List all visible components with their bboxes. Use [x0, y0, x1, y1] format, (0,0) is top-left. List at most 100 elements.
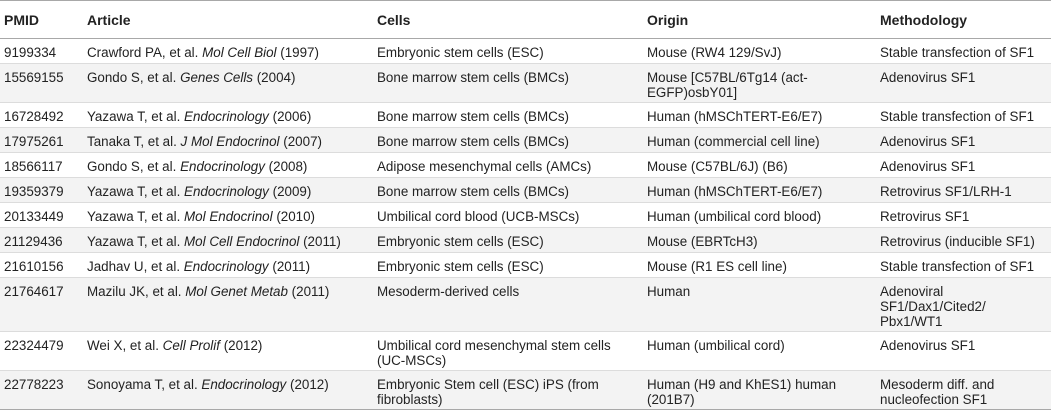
article-author: Mazilu JK, et al.: [87, 284, 186, 299]
header-cells: Cells: [373, 0, 643, 39]
cell-origin: Human (commercial cell line): [643, 127, 876, 153]
cell-cells: Adipose mesenchymal cells (AMCs): [373, 152, 643, 178]
cell-article: Tanaka T, et al. J Mol Endocrinol (2007): [83, 127, 373, 153]
cell-cells: Bone marrow stem cells (BMCs): [373, 102, 643, 128]
article-year: (2007): [279, 134, 322, 149]
article-author: Crawford PA, et al.: [87, 45, 203, 60]
cell-article: Mazilu JK, et al. Mol Genet Metab (2011): [83, 277, 373, 332]
cell-methodology: Retrovirus SF1: [876, 202, 1051, 228]
article-year: (2004): [253, 70, 296, 85]
table-header: PMID Article Cells Origin Methodology: [0, 0, 1051, 39]
article-author: Yazawa T, et al.: [87, 209, 185, 224]
article-author: Yazawa T, et al.: [87, 109, 185, 124]
cell-article: Yazawa T, et al. Endocrinology (2006): [83, 102, 373, 128]
table-row: 22778223 Sonoyama T, et al. Endocrinolog…: [0, 370, 1051, 410]
cell-methodology: Adenovirus SF1: [876, 63, 1051, 103]
cell-article: Wei X, et al. Cell Prolif (2012): [83, 331, 373, 371]
cell-methodology: Stable transfection of SF1: [876, 38, 1051, 64]
cell-cells: Umbilical cord mesenchymal stem cells (U…: [373, 331, 643, 371]
article-year: (2011): [287, 284, 330, 299]
cell-methodology: Adenovirus SF1: [876, 331, 1051, 371]
article-journal: Endocrinology: [201, 377, 287, 392]
cell-article: Jadhav U, et al. Endocrinology (2011): [83, 252, 373, 278]
cell-methodology: Retrovirus SF1/LRH-1: [876, 177, 1051, 203]
cell-cells: Embryonic stem cells (ESC): [373, 227, 643, 253]
article-journal: Endocrinology: [183, 259, 269, 274]
table-row: 21610156 Jadhav U, et al. Endocrinology …: [0, 252, 1051, 278]
article-year: (2011): [299, 234, 341, 249]
cell-origin: Human: [643, 277, 876, 332]
cell-article: Gondo S, et al. Genes Cells (2004): [83, 63, 373, 103]
article-year: (2006): [268, 109, 312, 124]
cell-article: Crawford PA, et al. Mol Cell Biol (1997): [83, 38, 373, 64]
article-author: Tanaka T, et al.: [87, 134, 181, 149]
cell-cells: Bone marrow stem cells (BMCs): [373, 127, 643, 153]
cell-pmid: 21129436: [0, 227, 83, 253]
cell-article: Gondo S, et al. Endocrinology (2008): [83, 152, 373, 178]
cell-pmid: 16728492: [0, 102, 83, 128]
article-journal: Mol Cell Biol: [202, 45, 277, 60]
cell-cells: Embryonic Stem cell (ESC) iPS (from fibr…: [373, 370, 643, 410]
cell-pmid: 9199334: [0, 38, 83, 64]
cell-pmid: 15569155: [0, 63, 83, 103]
cell-cells: Bone marrow stem cells (BMCs): [373, 177, 643, 203]
cell-origin: Human (H9 and KhES1) human (201B7): [643, 370, 876, 410]
cell-cells: Bone marrow stem cells (BMCs): [373, 63, 643, 103]
article-year: (2011): [268, 259, 311, 274]
article-journal: Mol Endocrinol: [184, 209, 273, 224]
cell-article: Yazawa T, et al. Endocrinology (2009): [83, 177, 373, 203]
cell-article: Sonoyama T, et al. Endocrinology (2012): [83, 370, 373, 410]
article-year: (2009): [268, 184, 312, 199]
cell-origin: Mouse (RW4 129/SvJ): [643, 38, 876, 64]
cell-origin: Mouse (C57BL/6J) (B6): [643, 152, 876, 178]
header-origin: Origin: [643, 0, 876, 39]
table-row: 15569155 Gondo S, et al. Genes Cells (20…: [0, 63, 1051, 103]
cell-pmid: 17975261: [0, 127, 83, 153]
cell-cells: Embryonic stem cells (ESC): [373, 38, 643, 64]
article-year: (2008): [264, 159, 308, 174]
article-journal: Cell Prolif: [162, 338, 220, 353]
table-row: 21764617 Mazilu JK, et al. Mol Genet Met…: [0, 277, 1051, 332]
cell-pmid: 22324479: [0, 331, 83, 371]
cell-pmid: 18566117: [0, 152, 83, 178]
cell-methodology: Retrovirus (inducible SF1): [876, 227, 1051, 253]
table-row: 18566117 Gondo S, et al. Endocrinology (…: [0, 152, 1051, 178]
article-year: (2012): [286, 377, 329, 392]
cell-origin: Human (hMSChTERT-E6/E7): [643, 177, 876, 203]
table-row: 17975261 Tanaka T, et al. J Mol Endocrin…: [0, 127, 1051, 153]
header-pmid: PMID: [0, 0, 83, 39]
cell-methodology: Stable transfection of SF1: [876, 252, 1051, 278]
cell-origin: Human (umbilical cord blood): [643, 202, 876, 228]
cell-origin: Mouse (EBRTcH3): [643, 227, 876, 253]
article-journal: Endocrinology: [184, 184, 269, 199]
article-year: (2012): [219, 338, 263, 353]
article-author: Gondo S, et al.: [87, 159, 181, 174]
table-row: 22324479 Wei X, et al. Cell Prolif (2012…: [0, 331, 1051, 371]
cell-methodology: Stable transfection of SF1: [876, 102, 1051, 128]
article-journal: Genes Cells: [180, 70, 253, 85]
article-author: Gondo S, et al.: [87, 70, 181, 85]
article-journal: J Mol Endocrinol: [180, 134, 280, 149]
header-article: Article: [83, 0, 373, 39]
table-row: 19359379 Yazawa T, et al. Endocrinology …: [0, 177, 1051, 203]
cell-cells: Mesoderm-derived cells: [373, 277, 643, 332]
article-journal: Mol Genet Metab: [185, 284, 288, 299]
article-author: Wei X, et al.: [87, 338, 163, 353]
cell-pmid: 21610156: [0, 252, 83, 278]
header-methodology: Methodology: [876, 0, 1051, 39]
cell-cells: Embryonic stem cells (ESC): [373, 252, 643, 278]
cell-methodology: Mesoderm diff. and nucleofection SF1: [876, 370, 1051, 410]
article-year: (2010): [272, 209, 316, 224]
table-body: 9199334 Crawford PA, et al. Mol Cell Bio…: [0, 38, 1051, 410]
cell-origin: Human (umbilical cord): [643, 331, 876, 371]
article-year: (1997): [276, 45, 319, 60]
cell-methodology: Adenoviral SF1/Dax1/Cited2/ Pbx1/WT1: [876, 277, 1051, 332]
article-author: Sonoyama T, et al.: [87, 377, 202, 392]
cell-methodology: Adenovirus SF1: [876, 127, 1051, 153]
article-author: Jadhav U, et al.: [87, 259, 184, 274]
cell-pmid: 19359379: [0, 177, 83, 203]
article-journal: Endocrinology: [180, 159, 265, 174]
cell-origin: Mouse (R1 ES cell line): [643, 252, 876, 278]
cell-pmid: 22778223: [0, 370, 83, 410]
